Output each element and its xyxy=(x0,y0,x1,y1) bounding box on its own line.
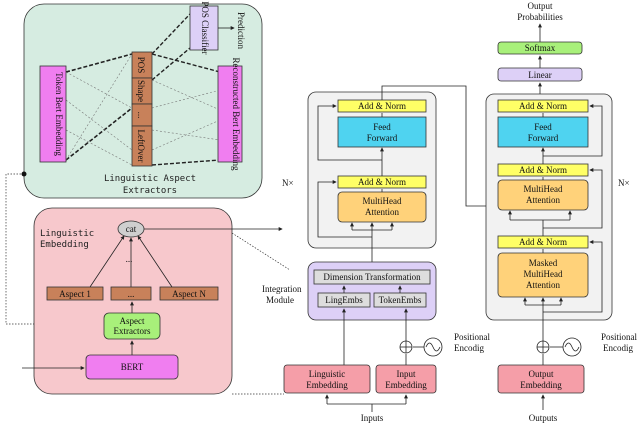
token-bert-embedding-box xyxy=(39,65,67,163)
linguistic-embedding-box xyxy=(283,364,371,394)
enc-add-norm-mid-label: Add & Norm xyxy=(358,177,406,187)
pos-classifier-box xyxy=(189,5,219,51)
dotted-connector-2 xyxy=(231,232,291,395)
bert-label: BERT xyxy=(121,362,144,372)
dimension-transformation-label: Dimension Transformation xyxy=(323,272,421,282)
pos-classifier-label: POS Classifier xyxy=(200,1,210,54)
linear-box xyxy=(497,67,583,82)
aspect-n-box xyxy=(159,286,219,301)
dimension-transformation-box xyxy=(313,269,431,285)
dec-masked-line2: MultiHead xyxy=(524,269,563,279)
aspect-slices: POS Shape ... LeftOver xyxy=(131,51,153,167)
input-emb-line1: Input xyxy=(397,369,416,379)
encoder: Add & Norm Feed Forward Add & Norm Multi… xyxy=(262,85,507,423)
slice-dots-label: ... xyxy=(136,112,146,119)
output-prob-1: Output xyxy=(527,1,553,11)
token-embs-label: TokenEmbs xyxy=(379,295,422,305)
dec-positional-1: Positional xyxy=(601,332,638,342)
slice-leftover xyxy=(131,125,153,167)
ling-emb-line2: Embedding xyxy=(306,380,348,390)
enc-ff-line1: Feed xyxy=(373,122,391,132)
ling-emb-line1: Linguistic xyxy=(309,369,346,379)
dec-mh-line1: MultiHead xyxy=(524,184,563,194)
dec-add-norm-1-label: Add & Norm xyxy=(519,101,567,111)
ling-embs-label: LingEmbs xyxy=(325,295,363,305)
enc-mh-line2: Attention xyxy=(365,207,399,217)
decoder: Output Probabilities Softmax Linear Add … xyxy=(485,1,638,423)
dec-add-norm-2-label: Add & Norm xyxy=(519,165,567,175)
aspect-dots-label: ... xyxy=(128,289,135,299)
output-embedding-box xyxy=(497,364,585,394)
dec-add-norm-1 xyxy=(497,99,589,113)
connector-dot xyxy=(21,171,27,177)
aspect-dots: ... xyxy=(126,254,133,264)
projection-lines xyxy=(65,13,221,166)
inputs-label: Inputs xyxy=(361,413,384,423)
linguistic-embedding-panel: Linguistic Embedding cat ... Aspect 1 ..… xyxy=(33,207,283,395)
prediction-label: Prediction xyxy=(236,12,246,49)
token-bert-embedding-label: Token Bert Embedding xyxy=(54,72,64,156)
enc-ff-line2: Forward xyxy=(367,133,398,143)
dec-ff-line1: Feed xyxy=(534,122,552,132)
out-emb-line1: Output xyxy=(528,369,554,379)
linear-label: Linear xyxy=(528,70,551,80)
enc-feed-forward xyxy=(337,116,427,148)
input-emb-line2: Embedding xyxy=(385,380,427,390)
integration-label-1: Integration xyxy=(262,284,302,294)
slice-shape-label: Shape xyxy=(136,80,146,102)
reconstructed-bert-embedding-box xyxy=(217,65,243,163)
slice-pos-label: POS xyxy=(136,57,146,74)
enc-mh-line1: MultiHead xyxy=(363,196,402,206)
aspect-dots-box xyxy=(110,286,152,301)
outputs-label: Outputs xyxy=(529,413,558,423)
dec-masked-line3: Attention xyxy=(526,280,560,290)
slice-leftover-label: LeftOver xyxy=(136,130,146,163)
dec-masked-line1: Masked xyxy=(529,258,558,268)
softmax-label: Softmax xyxy=(525,43,556,53)
dec-positional-2: Encodig xyxy=(603,343,633,353)
enc-positional-2: Encodig xyxy=(454,343,484,353)
out-emb-line2: Embedding xyxy=(520,380,562,390)
dec-add-norm-3-label: Add & Norm xyxy=(519,237,567,247)
dec-nx: N× xyxy=(618,178,630,188)
enc-nx: N× xyxy=(282,178,294,188)
softmax-box xyxy=(497,41,583,55)
lae-caption-line1: Linguistic Aspect xyxy=(104,174,196,184)
output-prob-2: Probabilities xyxy=(517,12,563,22)
aspect-1-box xyxy=(46,286,104,301)
aspect-n-label: Aspect N xyxy=(172,289,206,299)
cat-label: cat xyxy=(126,224,137,234)
dotted-connector xyxy=(5,173,100,325)
integration-label-2: Module xyxy=(266,295,294,305)
aspect-extractors-line1: Aspect xyxy=(120,316,145,326)
enc-positional-1: Positional xyxy=(454,332,491,342)
le-title-line1: Linguistic xyxy=(40,229,94,239)
aspect-extractors-line2: Extractors xyxy=(114,326,151,336)
linguistic-aspect-extractors-panel: Token Bert Embedding POS Shape ... LeftO… xyxy=(23,1,263,199)
dec-feed-forward xyxy=(497,116,589,148)
dec-ff-line2: Forward xyxy=(528,133,559,143)
dec-mh-line2: Attention xyxy=(526,195,560,205)
lae-caption-line2: Extractors xyxy=(123,186,177,196)
reconstructed-bert-embedding-label: Reconstructed Bert Embedding xyxy=(231,58,241,171)
enc-add-norm-top-label: Add & Norm xyxy=(358,101,406,111)
aspect-1-label: Aspect 1 xyxy=(59,289,91,299)
le-title-line2: Embedding xyxy=(40,240,89,250)
